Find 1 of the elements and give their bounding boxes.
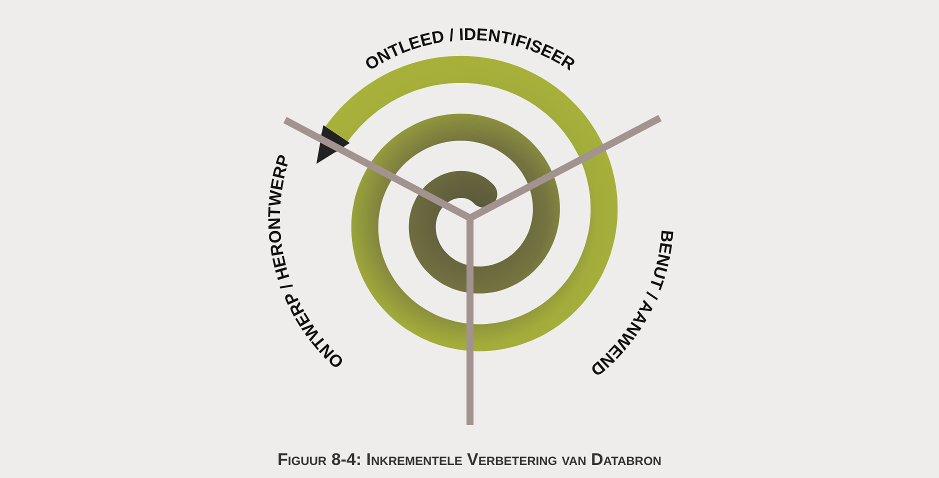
figure-caption: Figuur 8-4: Inkrementele Verbetering van Databron: [278, 450, 662, 469]
